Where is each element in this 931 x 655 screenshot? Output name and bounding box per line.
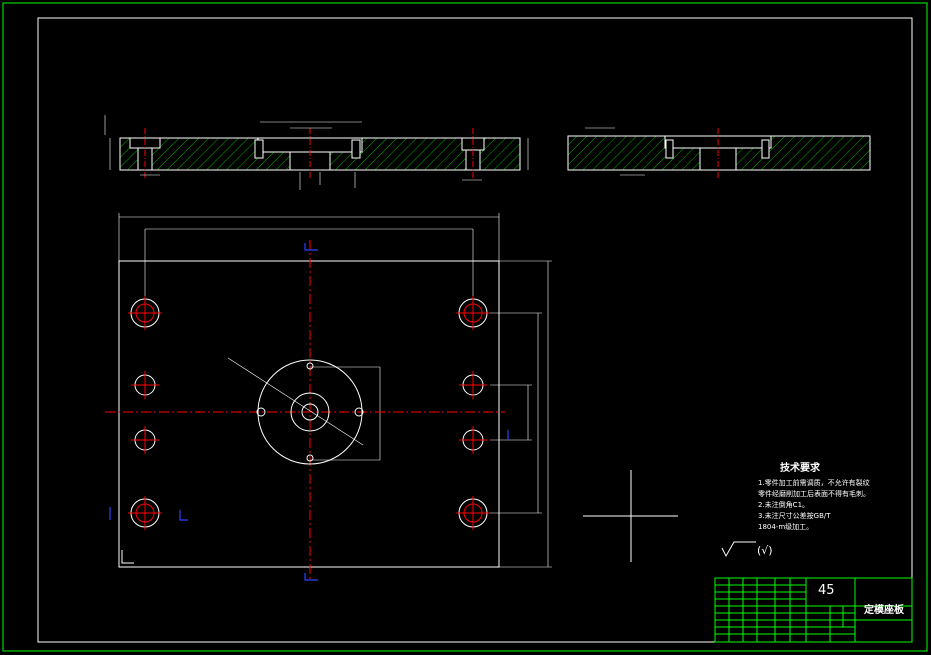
plan-view xyxy=(105,213,552,581)
front-section-view xyxy=(104,115,529,190)
tech-requirements-heading: 技术要求 xyxy=(780,463,820,474)
hole-top-right xyxy=(456,296,490,330)
tech-requirement-line-1: 1.零件加工前需调质，不允许有裂纹 xyxy=(758,479,870,487)
hole-top-left xyxy=(128,296,162,330)
side-section-view xyxy=(567,127,871,178)
hole-mid-left-lower xyxy=(131,426,159,454)
hole-mid-right-upper xyxy=(459,371,487,399)
hole-bottom-right xyxy=(456,496,490,530)
tech-requirements-block: 技术要求 1.零件加工前需调质，不允许有裂纹 零件经磨削加工后表面不得有毛刺。 … xyxy=(758,463,873,533)
tech-requirement-line-5: 1804-m级加工。 xyxy=(758,523,814,531)
material-label: 45 xyxy=(818,583,835,598)
tech-requirement-line-4: 3.未注尺寸公差按GB/T xyxy=(758,512,831,520)
hole-mid-right-lower xyxy=(459,426,487,454)
title-block xyxy=(714,577,913,643)
inner-frame xyxy=(37,17,913,643)
hole-mid-left-upper xyxy=(131,371,159,399)
hole-bottom-left xyxy=(128,496,162,530)
crosshair-cursor xyxy=(583,470,678,562)
drawing-title: 定模座板 xyxy=(864,605,904,616)
tech-requirement-line-2: 零件经磨削加工后表面不得有毛刺。 xyxy=(758,490,870,498)
tech-requirement-line-3: 2.未注倒角C1。 xyxy=(758,501,810,509)
surface-finish-note: (√) xyxy=(757,544,773,557)
surface-finish-symbol xyxy=(721,541,756,558)
